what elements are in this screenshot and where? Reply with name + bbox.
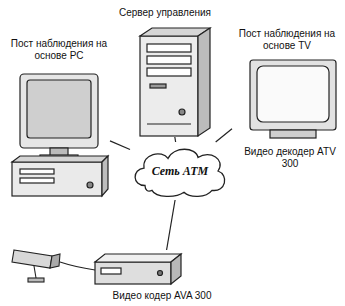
camera-illustration [12,250,95,282]
device-label: Видео кодер AVA 300 [82,290,242,302]
coder-illustration [95,254,181,284]
link-line [110,141,130,150]
device-label: Пост наблюдения на основе PC [8,38,110,62]
network-link [216,129,232,142]
device-label: Пост наблюдения на основе TV [232,28,342,52]
link-line [167,200,175,250]
link-line [174,137,176,142]
decoder-label: Видео декодер ATV 300 [240,146,340,170]
atm-cloud: Сеть ATM [130,142,230,200]
video-coder: Видео кодер AVA 300 [82,250,242,304]
tv-station: Пост наблюдения на основе TV [232,28,342,140]
cloud-label: Сеть ATM [152,165,208,177]
device-label: Сервер управления [110,7,220,19]
network-link [174,137,176,142]
link-line [216,129,232,142]
network-link [167,200,175,250]
pc-illustration [12,74,108,196]
control-server: Сервер управления [110,7,220,137]
network-link [110,141,130,150]
server-illustration [140,28,210,136]
tv-illustration [250,60,336,138]
pc-station: Пост наблюдения на основе PC [8,38,110,200]
